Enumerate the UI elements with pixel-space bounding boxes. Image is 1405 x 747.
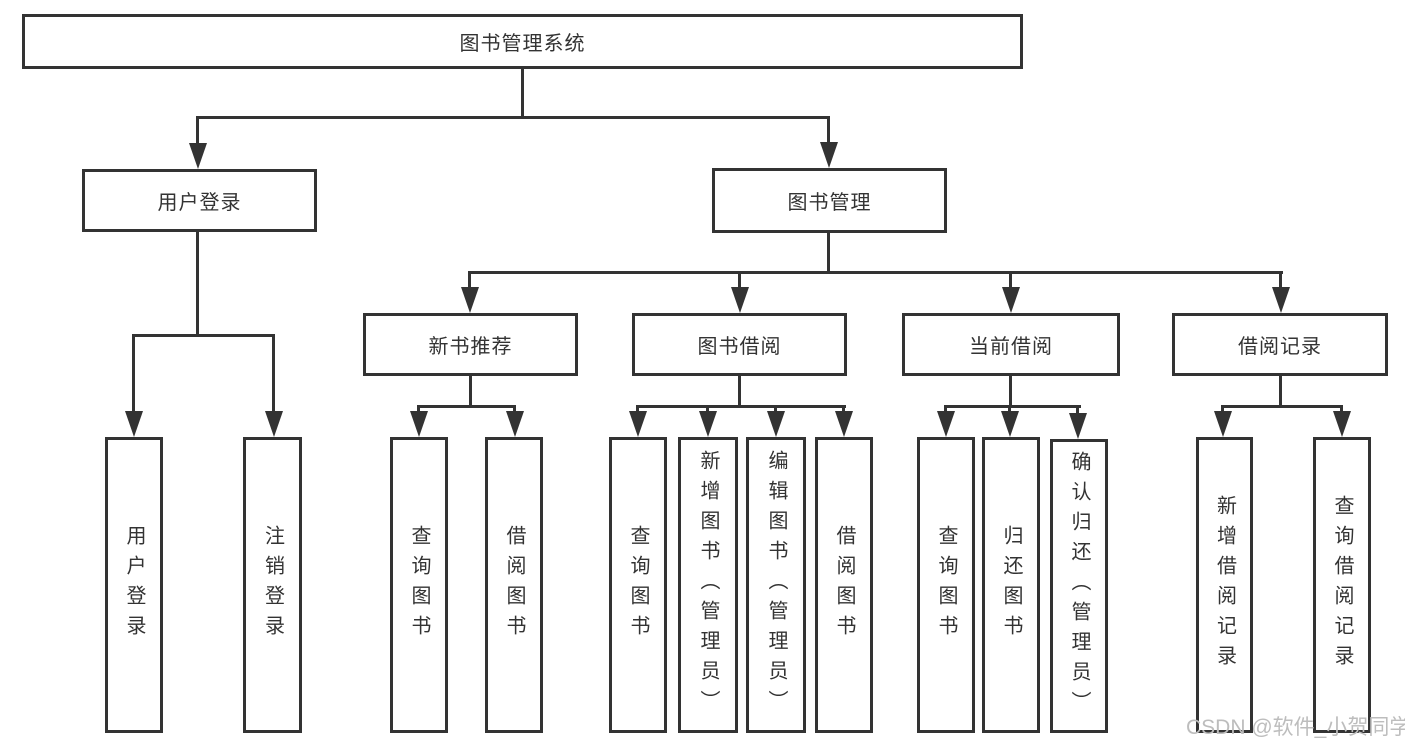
connector-current-borrow-bar bbox=[944, 405, 1081, 408]
arrow-down-icon bbox=[820, 142, 838, 168]
leaf-query-book-recommend-label: 查询图书 bbox=[408, 525, 430, 645]
arrow-down-icon bbox=[699, 411, 717, 437]
connector-to-leaf-query-book-current bbox=[944, 405, 947, 414]
node-current-borrow-label: 当前借阅 bbox=[969, 336, 1053, 358]
connector-user-login-stem bbox=[196, 232, 199, 337]
connector-to-borrow-records bbox=[1279, 271, 1282, 289]
connector-to-leaf-query-book-borrow bbox=[636, 405, 639, 414]
leaf-return-book: 归还图书 bbox=[982, 437, 1040, 733]
connector-new-book-recommend-stem bbox=[469, 376, 472, 408]
arrow-down-icon bbox=[125, 411, 143, 437]
leaf-query-book-current-label: 查询图书 bbox=[935, 525, 957, 645]
connector-book-management-bar bbox=[468, 271, 1283, 274]
connector-to-leaf-edit-book-admin bbox=[774, 405, 777, 414]
leaf-add-borrow-record: 新增借阅记录 bbox=[1196, 437, 1253, 733]
arrow-down-icon bbox=[189, 143, 207, 169]
arrow-down-icon bbox=[506, 411, 524, 437]
arrow-down-icon bbox=[265, 411, 283, 437]
arrow-down-icon bbox=[410, 411, 428, 437]
connector-book-management-stem bbox=[827, 233, 830, 274]
node-user-login: 用户登录 bbox=[82, 169, 317, 232]
connector-borrow-records-stem bbox=[1279, 376, 1282, 408]
leaf-query-borrow-record: 查询借阅记录 bbox=[1313, 437, 1371, 733]
leaf-confirm-return-admin-label: 确认归还（管理员） bbox=[1068, 451, 1090, 721]
arrow-down-icon bbox=[1001, 411, 1019, 437]
leaf-borrow-book-label: 借阅图书 bbox=[833, 525, 855, 645]
connector-to-book-borrow bbox=[738, 271, 741, 289]
leaf-return-book-label: 归还图书 bbox=[1000, 525, 1022, 645]
connector-to-leaf-add-borrow-record bbox=[1221, 405, 1224, 414]
connector-root-stem bbox=[521, 69, 524, 119]
connector-to-leaf-query-borrow-record bbox=[1340, 405, 1343, 414]
connector-to-current-borrow bbox=[1009, 271, 1012, 289]
node-current-borrow: 当前借阅 bbox=[902, 313, 1120, 376]
leaf-confirm-return-admin: 确认归还（管理员） bbox=[1050, 439, 1108, 733]
leaf-query-borrow-record-label: 查询借阅记录 bbox=[1331, 495, 1353, 675]
connector-root-to-book-management bbox=[827, 116, 830, 146]
node-root: 图书管理系统 bbox=[22, 14, 1023, 69]
leaf-user-login-label: 用户登录 bbox=[123, 525, 145, 645]
leaf-borrow-book-recommend: 借阅图书 bbox=[485, 437, 543, 733]
connector-to-leaf-query-book-recommend bbox=[417, 405, 420, 414]
node-borrow-records: 借阅记录 bbox=[1172, 313, 1388, 376]
connector-to-leaf-user-login bbox=[132, 334, 135, 413]
connector-borrow-records-bar bbox=[1221, 405, 1343, 408]
connector-to-leaf-borrow-book bbox=[842, 405, 845, 414]
arrow-down-icon bbox=[629, 411, 647, 437]
leaf-user-login: 用户登录 bbox=[105, 437, 163, 733]
leaf-query-book-current: 查询图书 bbox=[917, 437, 975, 733]
connector-to-leaf-add-book-admin bbox=[706, 405, 709, 414]
leaf-query-book-recommend: 查询图书 bbox=[390, 437, 448, 733]
arrow-down-icon bbox=[1333, 411, 1351, 437]
arrow-down-icon bbox=[1272, 287, 1290, 313]
connector-to-new-book-recommend bbox=[468, 271, 471, 289]
arrow-down-icon bbox=[1002, 287, 1020, 313]
node-new-book-recommend-label: 新书推荐 bbox=[428, 336, 513, 358]
node-borrow-records-label: 借阅记录 bbox=[1238, 336, 1322, 358]
arrow-down-icon bbox=[767, 411, 785, 437]
leaf-borrow-book-recommend-label: 借阅图书 bbox=[503, 525, 525, 645]
leaf-add-book-admin-label: 新增图书（管理员） bbox=[697, 450, 719, 720]
connector-root-bar bbox=[196, 116, 830, 119]
csdn-watermark: CSDN @软件_小贺同学 bbox=[1186, 716, 1405, 739]
leaf-logout-login: 注销登录 bbox=[243, 437, 302, 733]
arrow-down-icon bbox=[937, 411, 955, 437]
node-book-borrow-label: 图书借阅 bbox=[697, 336, 782, 358]
leaf-logout-login-label: 注销登录 bbox=[261, 525, 284, 645]
connector-to-leaf-borrow-book-recommend bbox=[513, 405, 516, 414]
arrow-down-icon bbox=[1069, 413, 1087, 439]
leaf-edit-book-admin: 编辑图书（管理员） bbox=[746, 437, 806, 733]
leaf-add-borrow-record-label: 新增借阅记录 bbox=[1213, 495, 1236, 675]
node-user-login-label: 用户登录 bbox=[157, 192, 242, 214]
arrow-down-icon bbox=[835, 411, 853, 437]
leaf-query-book-borrow-label: 查询图书 bbox=[627, 525, 649, 645]
leaf-query-book-borrow: 查询图书 bbox=[609, 437, 667, 733]
connector-root-to-user-login bbox=[196, 116, 199, 146]
node-new-book-recommend: 新书推荐 bbox=[363, 313, 578, 376]
arrow-down-icon bbox=[1214, 411, 1232, 437]
arrow-down-icon bbox=[461, 287, 479, 313]
connector-new-book-recommend-bar bbox=[417, 405, 516, 408]
node-book-management-label: 图书管理 bbox=[787, 192, 872, 214]
connector-book-borrow-stem bbox=[738, 376, 741, 408]
connector-to-leaf-return-book bbox=[1008, 405, 1011, 414]
connector-user-login-bar bbox=[132, 334, 275, 337]
leaf-edit-book-admin-label: 编辑图书（管理员） bbox=[765, 450, 787, 720]
connector-to-leaf-confirm-return-admin bbox=[1076, 405, 1079, 414]
connector-book-borrow-bar bbox=[636, 405, 846, 408]
leaf-add-book-admin: 新增图书（管理员） bbox=[678, 437, 738, 733]
arrow-down-icon bbox=[731, 287, 749, 313]
node-book-management: 图书管理 bbox=[712, 168, 947, 233]
leaf-borrow-book: 借阅图书 bbox=[815, 437, 873, 733]
connector-current-borrow-stem bbox=[1009, 376, 1012, 408]
node-root-label: 图书管理系统 bbox=[459, 33, 586, 55]
connector-to-leaf-logout-login bbox=[272, 334, 275, 413]
node-book-borrow: 图书借阅 bbox=[632, 313, 847, 376]
